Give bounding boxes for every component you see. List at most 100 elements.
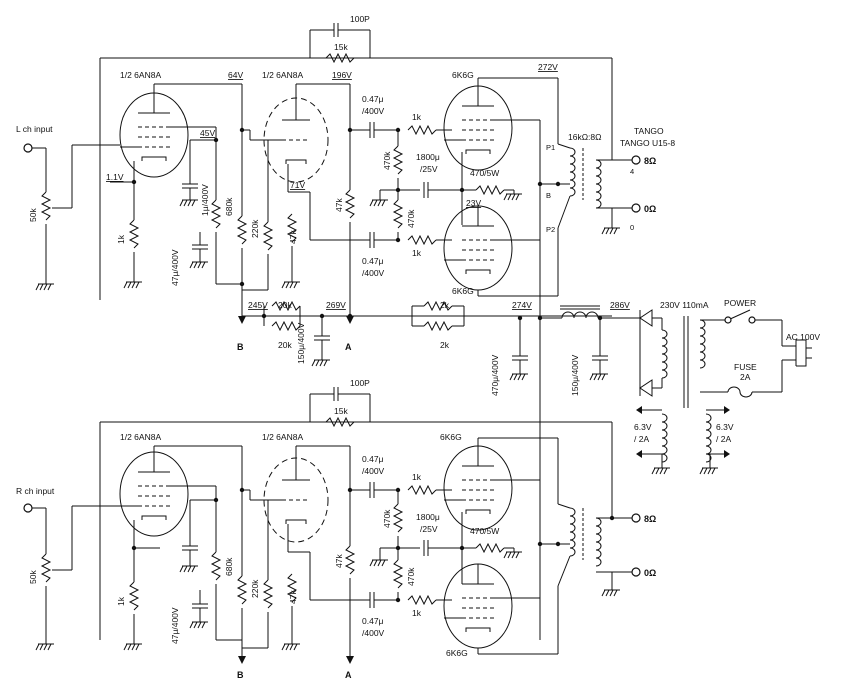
tube-v1r-label: 1/2 6AN8A <box>120 432 161 442</box>
voltage-196v: 196V <box>332 70 352 80</box>
heater-l-a: / 2A <box>634 434 649 444</box>
voltage-23v: 23V <box>466 198 481 208</box>
heater-l-v: 6.3V <box>634 422 652 432</box>
left-channel <box>32 23 632 367</box>
node-a-top: A <box>345 342 352 352</box>
fuse-rating-label: 2A <box>740 372 751 382</box>
tap-8r-label: 8Ω <box>644 514 656 524</box>
res-680kr-label: 680k <box>224 557 234 576</box>
res-470k-label: 470k <box>382 151 392 170</box>
res-47kb-label: 47k <box>334 198 344 212</box>
cap-150u-a-label: 150μ/400V <box>296 322 306 364</box>
res-1k-cathr-label: 1k <box>116 596 126 606</box>
res-220k-label: 220k <box>250 219 260 238</box>
terminals <box>23 143 756 577</box>
junction-dots <box>131 127 615 603</box>
res-470kb-label: 470k <box>406 209 416 228</box>
voltage-272v: 272V <box>538 62 558 72</box>
res-47k-label: 47k <box>288 230 298 244</box>
res-1kr-label: 1k <box>412 472 422 482</box>
voltage-64v: 64V <box>228 70 243 80</box>
tube-v2r-label: 1/2 6AN8A <box>262 432 303 442</box>
l-input-label: L ch input <box>16 124 53 134</box>
res-50k-label: 50k <box>28 208 38 222</box>
res-50kr-label: 50k <box>28 570 38 584</box>
right-channel <box>32 387 632 656</box>
pin-4-label: 4 <box>630 167 634 176</box>
cap-25v-label: /25V <box>420 164 438 174</box>
pin-0-label: 0 <box>630 223 634 232</box>
res-680k-label: 680k <box>224 197 234 216</box>
cap-047r-label: 0.47μ <box>362 454 384 464</box>
res-2kb-label: 2k <box>440 340 450 350</box>
res-2k-label: 2k <box>440 300 450 310</box>
tube-v2-label: 1/2 6AN8A <box>262 70 303 80</box>
cap-400vr-label: /400V <box>362 466 385 476</box>
rotated-labels: 50k 1k 47μ/400V 1μ/400V 680k 220k 47k 47… <box>28 151 580 644</box>
tango-label: TANGO <box>634 126 664 136</box>
tango-model-label: TANGO U15-8 <box>620 138 675 148</box>
cap-047rb-label: 0.47μ <box>362 616 384 626</box>
res-470-5w-label: 470/5W <box>470 168 499 178</box>
res-470-5wr-label: 470/5W <box>470 526 499 536</box>
out-tx-label: 16kΩ:8Ω <box>568 132 602 142</box>
heater-r-v: 6.3V <box>716 422 734 432</box>
fuse-label: FUSE <box>734 362 757 372</box>
pin-p2-label: P2 <box>546 225 555 234</box>
res-20kb-label: 20k <box>278 340 292 350</box>
node-arrows <box>238 316 730 664</box>
node-b-top: B <box>237 342 244 352</box>
cap-1800r-label: 1800μ <box>416 512 440 522</box>
node-b-bottom: B <box>237 670 244 680</box>
cap-25vr-label: /25V <box>420 524 438 534</box>
r-input-label: R ch input <box>16 486 55 496</box>
cap-1u-label: 1μ/400V <box>200 184 210 216</box>
cap-400v-label: /400V <box>362 106 385 116</box>
voltage-11v: 1.1V <box>106 172 124 182</box>
cap-470u-label: 470μ/400V <box>490 354 500 396</box>
tube-v1-label: 1/2 6AN8A <box>120 70 161 80</box>
res-1k-label: 1k <box>412 112 422 122</box>
voltage-45v: 45V <box>200 128 215 138</box>
tube-v4-label: 6K6G <box>452 286 474 296</box>
ac-label: AC 100V <box>786 332 820 342</box>
cap-400vrb-label: /400V <box>362 628 385 638</box>
pin-p1-label: P1 <box>546 143 555 152</box>
cap-150u-b-label: 150μ/400V <box>570 354 580 396</box>
labels: 100P 15k 1/2 6AN8A 1/2 6AN8A 6K6G 64V 19… <box>16 14 820 680</box>
power-label: POWER <box>724 298 756 308</box>
heater-r-a: / 2A <box>716 434 731 444</box>
cap-400vb-label: /400V <box>362 268 385 278</box>
node-a-bottom: A <box>345 670 352 680</box>
voltage-286v: 286V <box>610 300 630 310</box>
power-tx-label: 230V 110mA <box>660 300 709 310</box>
cap-47ur-label: 47μ/400V <box>170 607 180 644</box>
tube-v4r-label: 6K6G <box>446 648 468 658</box>
cap-047-label: 0.47μ <box>362 94 384 104</box>
res-220kr-label: 220k <box>250 579 260 598</box>
res-1k-cath-label: 1k <box>116 234 126 244</box>
res-20k-label: 20k <box>278 300 292 310</box>
tube-v3-label: 6K6G <box>452 70 474 80</box>
feedback-res-label-r: 15k <box>334 406 348 416</box>
res-47krb-label: 47k <box>334 554 344 568</box>
cap-1800-label: 1800μ <box>416 152 440 162</box>
res-1kb-label: 1k <box>412 248 422 258</box>
tap-0-label: 0Ω <box>644 204 656 214</box>
voltage-245v: 245V <box>248 300 268 310</box>
tap-8-label: 8Ω <box>644 156 656 166</box>
cap-047b-label: 0.47μ <box>362 256 384 266</box>
cap-47u-label: 47μ/400V <box>170 249 180 286</box>
res-470kr-label: 470k <box>382 509 392 528</box>
voltage-71v: 71V <box>290 180 305 190</box>
power-supply <box>509 305 812 475</box>
feedback-cap-label: 100P <box>350 14 370 24</box>
voltage-274v: 274V <box>512 300 532 310</box>
voltage-269v: 269V <box>326 300 346 310</box>
feedback-cap-label-r: 100P <box>350 378 370 388</box>
res-1krb-label: 1k <box>412 608 422 618</box>
tube-v3r-label: 6K6G <box>440 432 462 442</box>
res-47kr-label: 47k <box>288 590 298 604</box>
res-470krb-label: 470k <box>406 567 416 586</box>
